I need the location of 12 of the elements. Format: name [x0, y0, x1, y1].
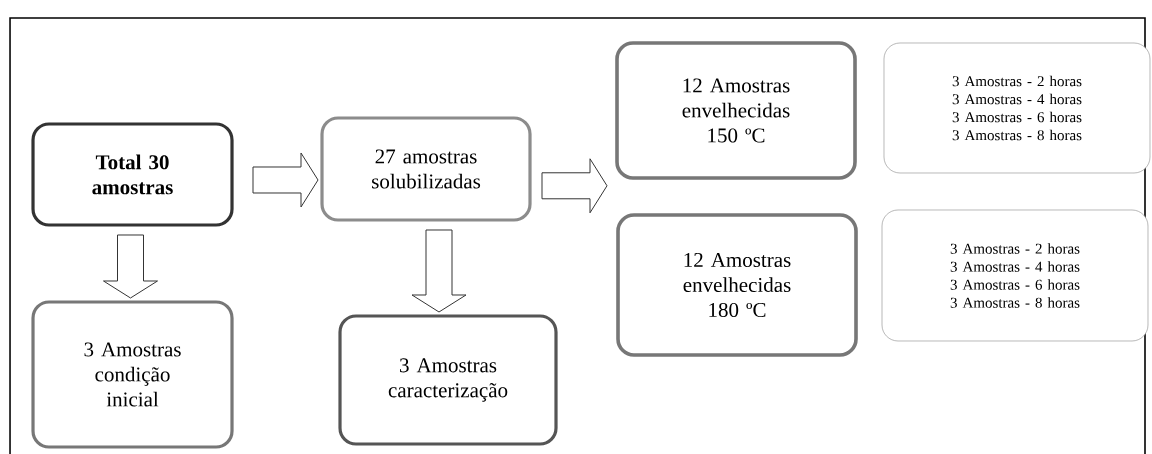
- note-box: 3 Amostras - 2 horas 3 Amostras - 4 horas 3 Amostras - 6 horas 3 Amostras - 8 horas: [881, 209, 1149, 342]
- block-arrow: [411, 229, 467, 313]
- block-arrow: [541, 158, 608, 214]
- process-box: 12 Amostras envelhecidas 150 ºC: [615, 41, 857, 180]
- process-box: 3 Amostras condição inicial: [31, 300, 234, 449]
- process-box: 12 Amostras envelhecidas 180 ºC: [616, 213, 858, 357]
- process-box: 3 Amostras caracterização: [338, 314, 558, 446]
- process-box: Total 30 amostras: [31, 122, 234, 227]
- process-box: 27 amostras solubilizadas: [320, 116, 532, 222]
- block-arrow: [252, 152, 319, 208]
- note-box: 3 Amostras - 2 horas 3 Amostras - 4 horas 3 Amostras - 6 horas 3 Amostras - 8 horas: [883, 42, 1151, 174]
- block-arrow: [103, 234, 158, 299]
